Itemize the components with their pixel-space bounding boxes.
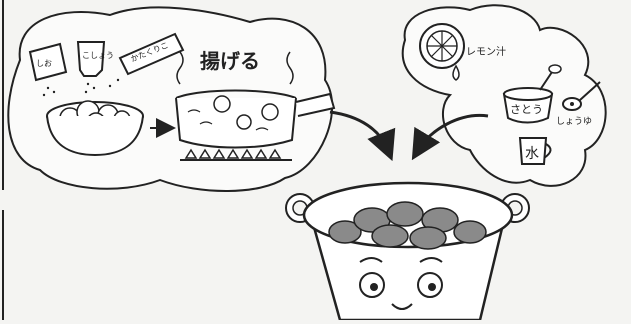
frying-pot-icon — [175, 89, 336, 161]
right-flow-arrow — [411, 113, 489, 161]
sugar-bowl-icon: さとう — [502, 64, 562, 124]
character-pot-icon — [285, 181, 530, 322]
lemon-juice-label: レモン汁 — [466, 45, 506, 58]
soy-sauce-label: しょうゆ — [556, 116, 592, 127]
lemon-icon — [419, 23, 465, 81]
water-cup-icon: 水 — [518, 137, 552, 165]
left-flow-arrow — [329, 110, 396, 162]
sugar-label: さとう — [510, 103, 543, 116]
fry-label: 揚げる — [200, 49, 260, 73]
salt-pack-icon: しお — [28, 42, 68, 97]
soy-sauce-spoon-icon: しょうゆ — [556, 81, 601, 127]
water-label: 水 — [525, 146, 539, 162]
salt-pack-label: しお — [36, 59, 52, 68]
steam-lines — [176, 51, 294, 85]
pepper-pack-icon: こしょう — [76, 41, 114, 94]
meat-bowl-icon — [46, 100, 144, 157]
pot-face — [359, 257, 443, 310]
pepper-pack-label: こしょう — [82, 51, 114, 60]
